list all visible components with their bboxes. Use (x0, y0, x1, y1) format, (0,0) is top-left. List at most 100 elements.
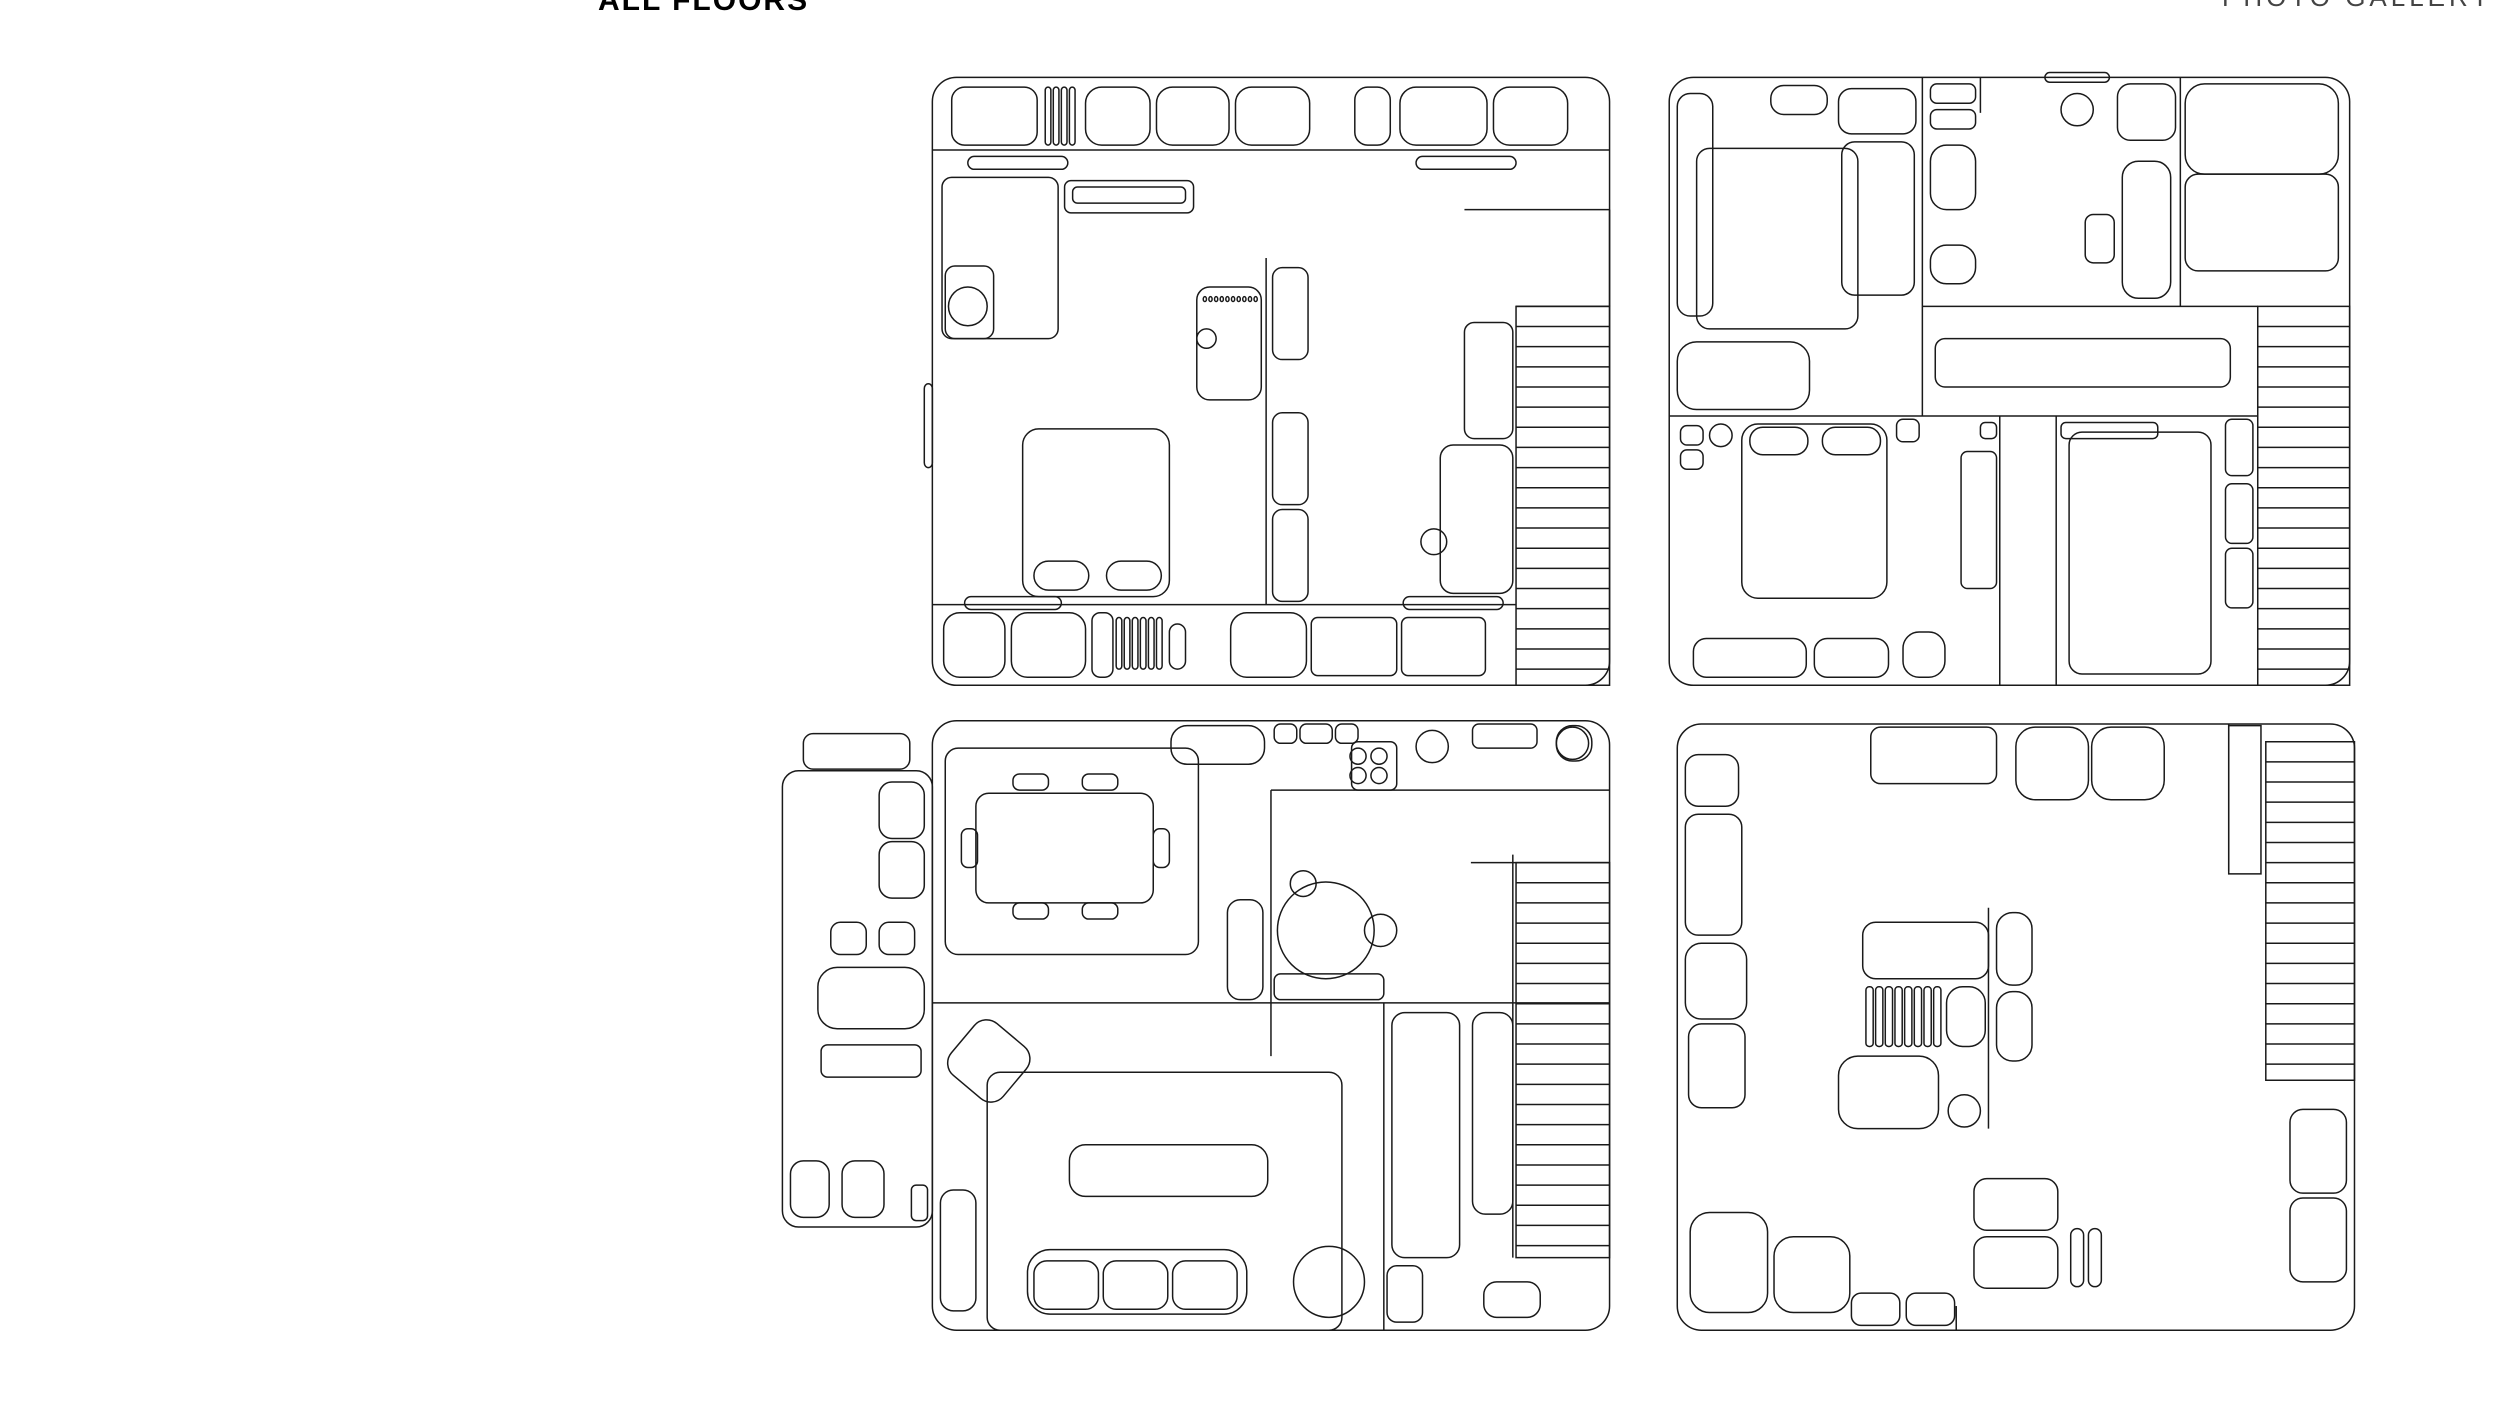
round-furniture-outline (1294, 1246, 1365, 1317)
annex-outline (803, 734, 909, 769)
furniture-outline (2290, 1109, 2346, 1193)
furniture-outline (1400, 87, 1487, 145)
furniture-outline (1974, 1179, 2058, 1231)
floor-plan-1[interactable] (924, 77, 1609, 685)
furniture-outline (1153, 829, 1169, 868)
furniture-outline (1274, 724, 1297, 743)
furniture-outline (1311, 618, 1396, 676)
staircase (2266, 742, 2355, 1081)
furniture-outline (952, 87, 1037, 145)
slat (1209, 297, 1212, 302)
staircase (2258, 306, 2350, 685)
furniture-outline (1473, 724, 1537, 748)
furniture-outline (1742, 424, 1887, 598)
furniture-outline (1092, 613, 1113, 677)
furniture-outline (879, 782, 924, 838)
round-furniture-outline (1416, 730, 1448, 762)
furniture-outline (1440, 445, 1513, 593)
furniture-outline (1681, 426, 1704, 445)
round-furniture-outline (1197, 329, 1216, 348)
furniture-outline (945, 266, 993, 339)
slat (1231, 297, 1234, 302)
round-furniture-outline (1556, 727, 1588, 759)
furniture-outline (1851, 1293, 1899, 1325)
furniture-outline (1013, 903, 1048, 919)
furniture-outline (1013, 774, 1048, 790)
furniture-outline (1027, 1250, 1246, 1314)
staircase (1516, 863, 1610, 1258)
furniture-outline (1011, 613, 1085, 677)
furniture-outline (945, 748, 1198, 954)
slat (1876, 987, 1883, 1047)
furniture-outline (987, 1072, 1342, 1330)
furniture-outline (1392, 1013, 1460, 1258)
round-furniture-outline (948, 287, 987, 326)
floor-plan-4[interactable] (1677, 724, 2354, 1330)
slat (1243, 297, 1246, 302)
furniture-outline (831, 922, 866, 954)
furniture-outline (1997, 992, 2032, 1061)
furniture-outline (1677, 94, 1712, 317)
furniture-outline (1863, 922, 1989, 978)
furniture-outline (1839, 89, 1916, 134)
floor-plan-2[interactable] (1669, 73, 2349, 686)
photo-gallery-link[interactable]: PHOTO GALLERY (2222, 0, 2493, 10)
floor-outline (1669, 77, 2349, 685)
annex-outline (782, 771, 932, 1227)
slat (1237, 297, 1240, 302)
furniture-outline (1897, 419, 1920, 442)
furniture-outline (1493, 87, 1567, 145)
floor-plan-3[interactable] (782, 721, 1609, 1330)
furniture-outline (2085, 214, 2114, 262)
furniture-outline (1335, 724, 1358, 743)
furniture-outline (1997, 913, 2032, 986)
furniture-outline (1774, 1237, 1850, 1313)
furniture-outline (1273, 413, 1308, 505)
furniture-outline (2225, 548, 2252, 608)
round-furniture-outline (1710, 424, 1733, 447)
round-furniture-outline (1277, 882, 1374, 979)
slat (1045, 87, 1051, 145)
furniture-outline (2122, 161, 2170, 298)
furniture-outline (2225, 419, 2252, 475)
furniture-outline (1034, 1261, 1098, 1309)
furniture-outline (1227, 900, 1262, 1000)
slat (1866, 987, 1873, 1047)
furniture-outline (911, 1185, 927, 1220)
furniture-outline (1903, 632, 1945, 677)
furniture-outline (1685, 814, 1741, 935)
furniture-outline (1935, 339, 2230, 387)
furniture-outline (1274, 974, 1384, 1000)
slat (1132, 618, 1138, 670)
furniture-outline (790, 1161, 829, 1217)
furniture-outline (1086, 87, 1150, 145)
furniture-outline (1871, 727, 1997, 783)
furniture-outline (976, 793, 1153, 903)
slat (1215, 297, 1218, 302)
slat (1248, 297, 1251, 302)
furniture-outline (1273, 510, 1308, 602)
furniture-outline (2225, 484, 2252, 544)
furniture-outline (1771, 85, 1827, 114)
slat (1924, 987, 1931, 1047)
slat (1116, 618, 1122, 670)
furniture-outline (818, 967, 924, 1028)
furniture-outline (1697, 148, 1858, 329)
slat (1905, 987, 1912, 1047)
furniture-outline (1947, 987, 1986, 1047)
furniture-outline (1690, 1213, 1767, 1313)
all-floors-link[interactable]: ALL FLOORS (598, 0, 810, 17)
slat (1220, 297, 1223, 302)
furniture-outline (1235, 87, 1309, 145)
slat (1053, 87, 1059, 145)
round-furniture-outline (1421, 529, 1447, 555)
furniture-outline (1403, 597, 1503, 610)
furniture-outline (1839, 1056, 1939, 1129)
round-furniture-outline (1350, 767, 1366, 783)
furniture-outline (1197, 287, 1261, 400)
round-furniture-outline (1948, 1095, 1980, 1127)
furniture-outline (1069, 1145, 1267, 1197)
furniture-outline (965, 597, 1062, 610)
furniture-outline (1231, 613, 1307, 677)
furniture-outline (2088, 1229, 2101, 1287)
